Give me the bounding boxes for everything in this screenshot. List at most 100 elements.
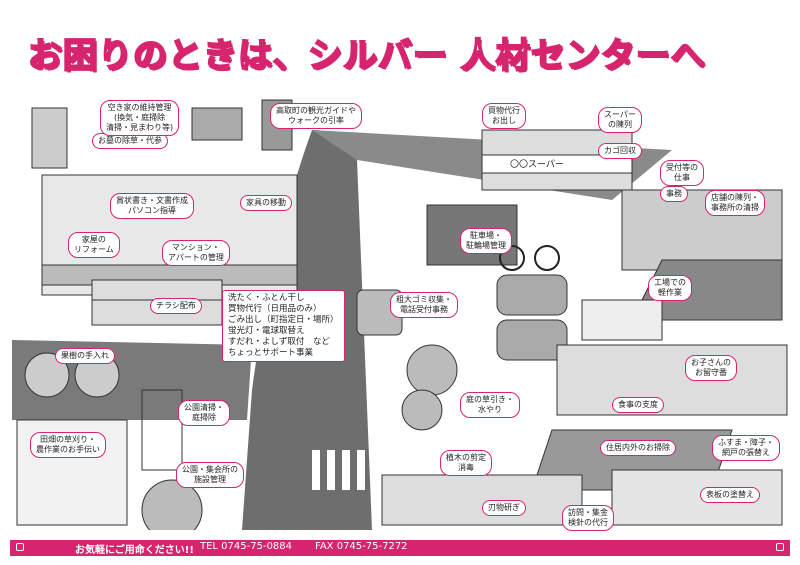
sliding-door-label: ふすま・障子・ 網戸の張替え (712, 435, 780, 461)
shop-sign: 〇〇スーパー (505, 158, 569, 172)
label-line: リフォーム (74, 245, 114, 254)
label-line: 植木の剪定 (446, 453, 486, 462)
label-line: 庭の草引き・ (466, 395, 514, 404)
meal-support-label: 食事の支度 (612, 397, 664, 413)
label-line: 駐車場・ (470, 231, 502, 240)
label-line: 果樹の手入れ (61, 351, 109, 360)
apartment-cleaning-label: 店舗の陳列・ 事務所の清掃 (705, 190, 765, 216)
park-cleaning-label: 公園清掃・ 庭掃除 (178, 400, 230, 426)
label-line: 家具の移動 (246, 198, 286, 207)
label-line: 買物代行（日用品のみ） (228, 304, 322, 314)
label-line: 住居内外のお掃除 (606, 443, 670, 452)
supermarket-stock-label: スーパー の陳列 (598, 107, 642, 133)
label-line: 電話受付事務 (400, 305, 448, 314)
parked-car (496, 274, 568, 316)
shop-sign-text: 〇〇スーパー (510, 160, 564, 170)
label-line: ちょっとサポート事業 (228, 348, 314, 358)
house-lower-right (556, 344, 788, 416)
label-line: 受付等の (666, 163, 698, 172)
label-line: お墓の除草・代参 (98, 136, 162, 145)
grave-monument (31, 107, 68, 169)
label-line: 蛍光灯・電球取替え (228, 326, 305, 336)
document-writing-label: 賞状書き・文書作成 パソコン指導 (110, 193, 194, 219)
tour-guide-label: 高取町の観光ガイドや ウォークの引率 (270, 103, 362, 129)
label-line: マンション・ (171, 243, 220, 252)
label-line: スーパー (604, 110, 636, 119)
tree-care-label: 果樹の手入れ (55, 348, 115, 364)
childcare-label: お子さんの お留守番 (685, 355, 737, 381)
label-line: 表板の塗替え (706, 490, 754, 499)
label-line: ウォークの引率 (288, 116, 344, 125)
label-line: 公園・集会所の (182, 465, 238, 474)
visit-proxy-label: 訪問・集金 検針の代行 (562, 505, 614, 531)
garbage-collection-label: 粗大ゴミ収集・ 電話受付事務 (390, 292, 458, 318)
label-line: パソコン指導 (128, 206, 176, 215)
label-line: 消毒 (458, 463, 474, 472)
shopping-label: 買物代行 お出し (482, 103, 526, 129)
label-line: 粗大ゴミ収集・ (396, 295, 452, 304)
footer-message: お気軽にご用命ください!! (75, 545, 194, 556)
footer-tel: TEL 0745-75-0884 (200, 541, 293, 552)
label-line: 空き家の維持管理 (107, 103, 172, 112)
label-line: 田畑の草刈り・ (40, 435, 96, 444)
house-cleaning-label: 住居内外のお掃除 (600, 440, 676, 456)
label-line: 公園清掃・ (184, 403, 224, 412)
bottom-house (381, 474, 583, 526)
board-repaint-label: 表板の塗替え (700, 487, 760, 503)
orchard-trees (24, 344, 458, 431)
apartment-management-label: マンション・ アパートの管理 (162, 240, 230, 266)
label-line: アパートの管理 (168, 253, 224, 262)
label-line: 農作業のお手伝い (36, 445, 100, 454)
sandbox (141, 479, 203, 530)
label-line: チラシ配布 (156, 301, 196, 310)
label-line: すだれ・よしず取付 など (228, 337, 330, 347)
label-line: 洗たく・ふとん干し (228, 293, 305, 303)
label-line: お出し (492, 116, 516, 125)
label-line: 高取町の観光ガイドや (276, 106, 356, 115)
knife-sharpening-label: 刃物研ぎ (482, 500, 526, 516)
label-line: 家屋の (81, 235, 106, 244)
weeding-label: 庭の草引き・ 水やり (460, 392, 520, 418)
furniture-moving-label: 家具の移動 (240, 195, 292, 211)
label-line: カゴ回収 (604, 146, 636, 155)
flyer-distribution-label: チラシ配布 (150, 298, 202, 314)
public-facility-label: 公園・集会所の 施設管理 (176, 462, 244, 488)
crosswalk (312, 450, 365, 490)
label-line: 庭掃除 (192, 413, 216, 422)
truck (581, 299, 663, 341)
label-line: 工場での (654, 278, 686, 287)
label-line: (換気・庭掃除 (114, 113, 166, 122)
office-label: 事務 (660, 186, 688, 202)
tree-pruning-label: 植木の剪定 消毒 (440, 450, 492, 476)
footer-fax: FAX 0745-75-7272 (315, 541, 408, 552)
factory-work-label: 工場での 軽作業 (648, 275, 692, 301)
store-staff-label: 受付等の 仕事 (660, 160, 704, 186)
home-reform-label: 家屋の リフォーム (68, 232, 120, 258)
label-line: 軽作業 (658, 288, 682, 297)
house-roof (191, 107, 243, 141)
label-line: 賞状書き・文書作成 (116, 196, 188, 205)
label-line: お子さんの (691, 358, 731, 367)
label-line: の陳列 (607, 120, 632, 129)
label-line: 事務 (666, 189, 682, 198)
label-line: 刃物研ぎ (488, 503, 520, 512)
label-line: 検針の代行 (568, 518, 608, 527)
label-line: 訪問・集金 (568, 508, 608, 517)
farming-label: 田畑の草刈り・ 農作業のお手伝い (30, 432, 106, 458)
label-line: 食事の支度 (618, 400, 658, 409)
housework-label: 洗たく・ふとん干し 買物代行（日用品のみ） ごみ出し（町指定日・場所） 蛍光灯・… (222, 290, 345, 362)
label-line: ごみ出し（町指定日・場所） (228, 315, 339, 325)
label-line: ふすま・障子・ (718, 438, 774, 447)
footer-bar: お気軽にご用命ください!! TEL 0745-75-0884 FAX 0745-… (10, 540, 790, 556)
label-line: 網戸の張替え (722, 448, 770, 457)
cart-collect-label: カゴ回収 (598, 143, 642, 159)
label-line: お留守番 (695, 368, 727, 377)
footer-marker-right (776, 543, 784, 551)
parked-car-2 (496, 319, 568, 361)
label-line: 施設管理 (194, 475, 226, 484)
supermarket-sign-board (481, 154, 633, 174)
swing (141, 389, 183, 471)
bicycle-parking-label: 駐車場・ 駐輪場管理 (460, 228, 512, 254)
label-line: 事務所の清掃 (711, 203, 759, 212)
